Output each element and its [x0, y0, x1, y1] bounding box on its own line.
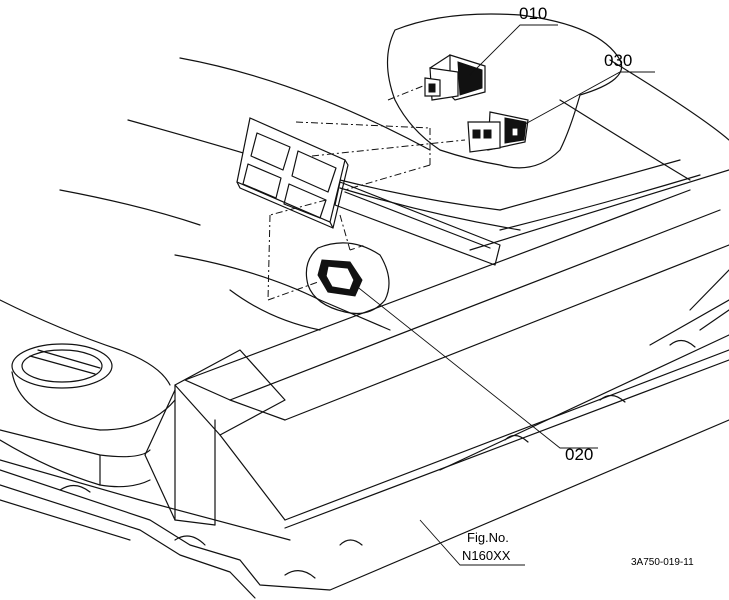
- leader-lines: [354, 24, 655, 566]
- fig-number: N160XX: [462, 548, 511, 563]
- mounting-slot: [334, 181, 501, 266]
- part-030-connector: [467, 111, 529, 153]
- callout-010: 010: [519, 4, 547, 23]
- detail-bubble-upper: [386, 13, 623, 169]
- callout-030: 030: [604, 51, 632, 70]
- callout-020: 020: [565, 445, 593, 464]
- lattice-bracket: [236, 117, 349, 229]
- gasket-perimeter: [0, 269, 729, 599]
- projection-lines: [267, 83, 466, 301]
- part-020-grommet: [305, 242, 390, 315]
- housing-outline: [0, 57, 729, 541]
- fig-caption: Fig.No.: [467, 530, 509, 545]
- drawing-code: 3A750-019-11: [631, 557, 694, 568]
- part-010-connector: [424, 54, 486, 101]
